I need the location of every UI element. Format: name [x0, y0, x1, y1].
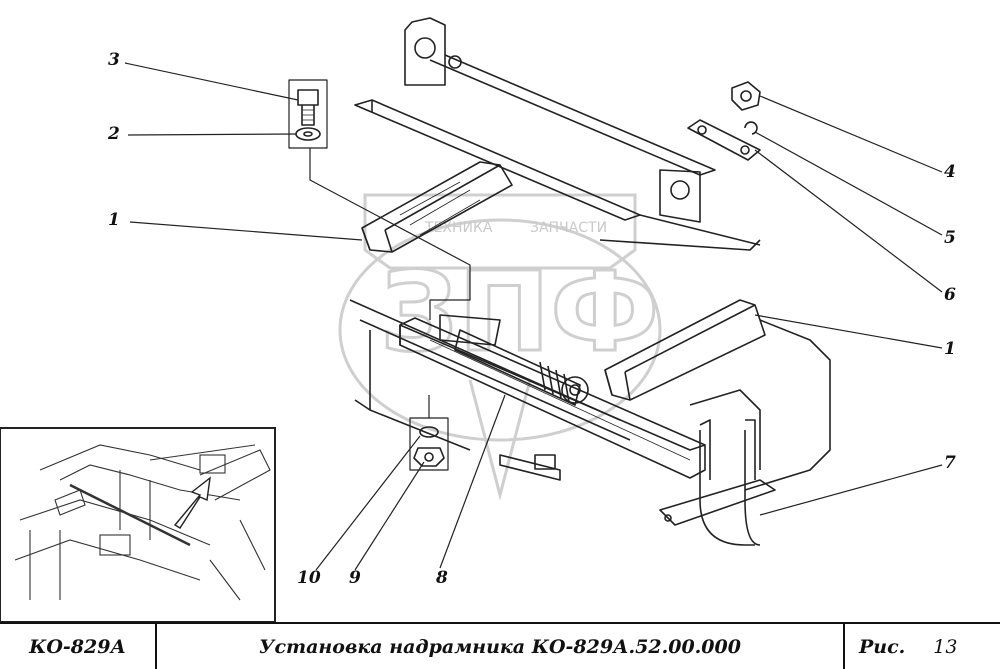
callout-1-upper: 1: [108, 210, 120, 230]
plate: [687, 119, 761, 161]
watermark-big-text: ЗПФ: [380, 248, 659, 376]
assembly-drawing: ТЕХНИКА ЗАПЧАСТИ ЗПФ: [0, 17, 943, 622]
inset-overview: [0, 427, 276, 622]
drawing-title: Установка надрамника КО-829А.52.00.000: [157, 624, 845, 669]
callout-9: 9: [349, 568, 361, 588]
washer: [295, 127, 321, 141]
callout-2: 2: [108, 124, 120, 144]
spring-cylinder: [439, 314, 589, 406]
fastener-box-top: [288, 79, 328, 149]
spring-washer-bottom: [419, 426, 439, 438]
leader-lines: [124, 62, 943, 571]
wooden-bar-upper: [361, 161, 513, 253]
callout-4: 4: [944, 162, 956, 182]
figure-number: 13: [933, 635, 958, 658]
wooden-bar-lower: [604, 299, 766, 401]
figure-label: Рис.: [859, 635, 906, 658]
channel-beam: [399, 317, 706, 479]
lower-bracket: [499, 454, 561, 481]
callout-5: 5: [944, 228, 956, 248]
watermark-top-text-2: ЗАПЧАСТИ: [530, 220, 607, 236]
callout-8: 8: [436, 568, 448, 588]
callout-7: 7: [944, 453, 956, 473]
watermark: ТЕХНИКА ЗАПЧАСТИ ЗПФ: [338, 193, 662, 501]
model-code: КО-829А: [0, 624, 157, 669]
figure-label-cell: Рис. 13: [845, 624, 1000, 669]
callout-10: 10: [297, 568, 321, 588]
nut-bottom: [413, 447, 445, 467]
subframe-body: [689, 319, 831, 491]
callout-3: 3: [108, 50, 120, 70]
nut-top: [731, 81, 761, 111]
rail-bracket-middle: [659, 169, 701, 223]
bolt: [297, 89, 319, 126]
callout-1-lower: 1: [944, 339, 956, 359]
u-bolt-assembly: [659, 419, 776, 546]
inset-arrow: [173, 476, 211, 529]
title-block: КО-829А Установка надрамника КО-829А.52.…: [0, 622, 1000, 669]
fastener-box-bottom: [409, 417, 449, 471]
rail-bracket-top: [404, 17, 462, 86]
callout-6: 6: [944, 285, 956, 305]
